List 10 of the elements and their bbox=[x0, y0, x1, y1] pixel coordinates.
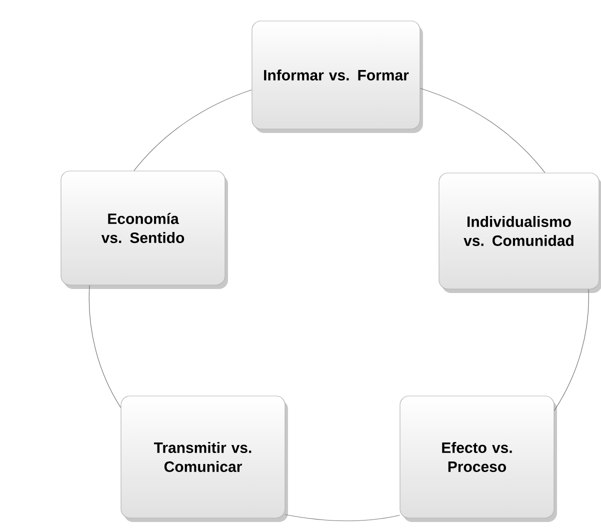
circle-arc bbox=[88, 285, 121, 408]
circle-arc bbox=[420, 88, 546, 173]
text-box: Efecto vs. Proceso bbox=[400, 396, 557, 522]
circle-arc bbox=[134, 90, 252, 171]
text-box: Informar vs. Formar bbox=[252, 20, 423, 133]
text-box: Economía vs. Sentido bbox=[60, 170, 228, 289]
text-box: Transmitir vs. Comunicar bbox=[120, 396, 288, 522]
circle-arc bbox=[285, 514, 400, 522]
text-box: Individualismo vs. Comunidad bbox=[438, 172, 601, 293]
circle-arc bbox=[554, 289, 589, 411]
